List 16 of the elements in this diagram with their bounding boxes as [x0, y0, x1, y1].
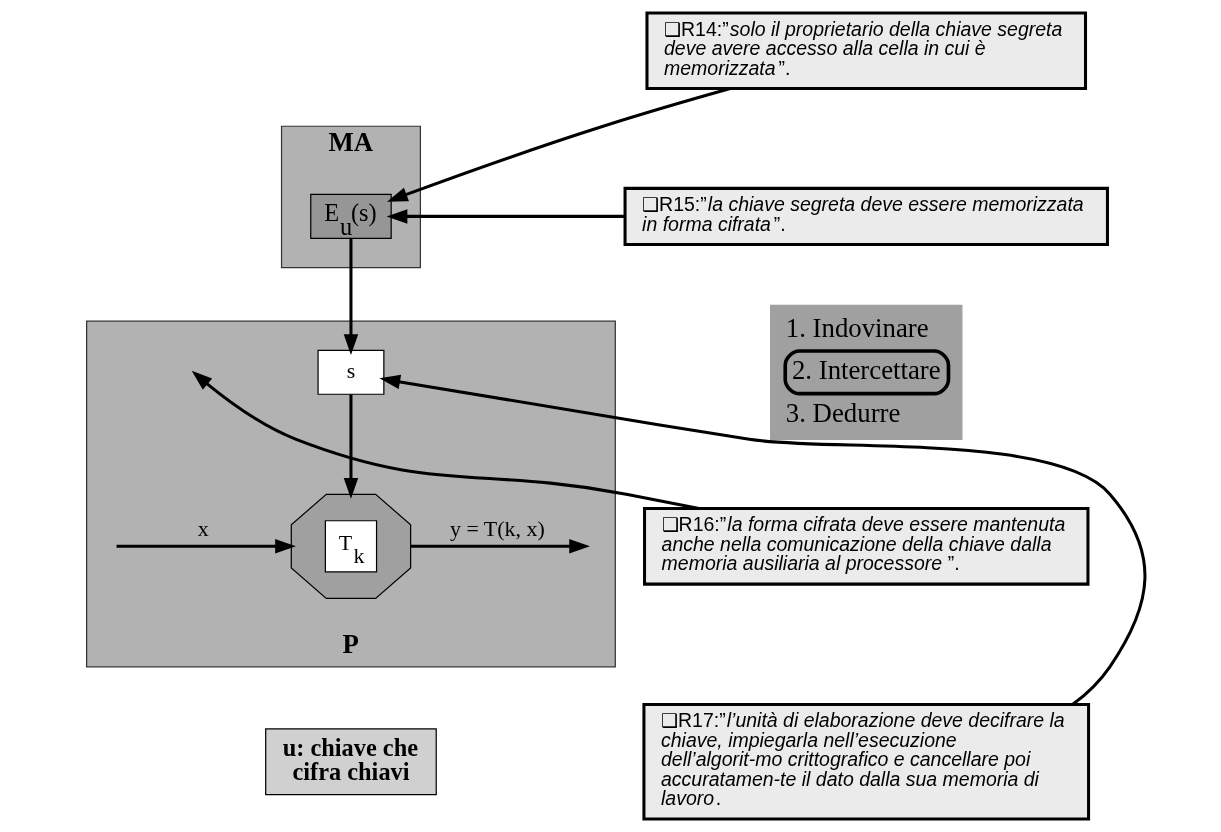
arrow	[386, 209, 625, 224]
edge-label: y = T(k, x)	[449, 515, 545, 541]
arrow	[410, 539, 590, 554]
node-box: s	[316, 349, 384, 395]
node-box: ❑R16:”la forma cifrata deve essere mantenuta anche nella comunicazione della chiave dalla memoria ausiliaria al processore”.	[642, 507, 1089, 586]
node-box: ❑R14:”solo il proprietario della chiave segreta deve avere accesso alla cella in cui è memorizzata”.	[644, 11, 1087, 90]
arrow	[378, 374, 1146, 706]
arrow	[343, 394, 358, 499]
arrow	[386, 87, 731, 202]
node-box: 1. Indovinare 2. Intercettare 3. Dedurre	[769, 304, 962, 440]
node-box: u: chiave che cifra chiavi	[264, 728, 437, 796]
arrow	[343, 238, 358, 355]
arrow	[116, 539, 296, 554]
node-box: ❑R15:”la chiave segreta deve essere memorizzata in forma cifrata”.	[623, 186, 1109, 246]
edge-label: x	[197, 515, 209, 541]
node-box: ❑R17:”l’unità di elaborazione deve decifrare la chiave, impiegarla nell’esecuzione dell’algorit-mo crittografico e cancellare poi accuratamen-te il dato dalla sua memoria di lavoro.	[641, 703, 1090, 821]
